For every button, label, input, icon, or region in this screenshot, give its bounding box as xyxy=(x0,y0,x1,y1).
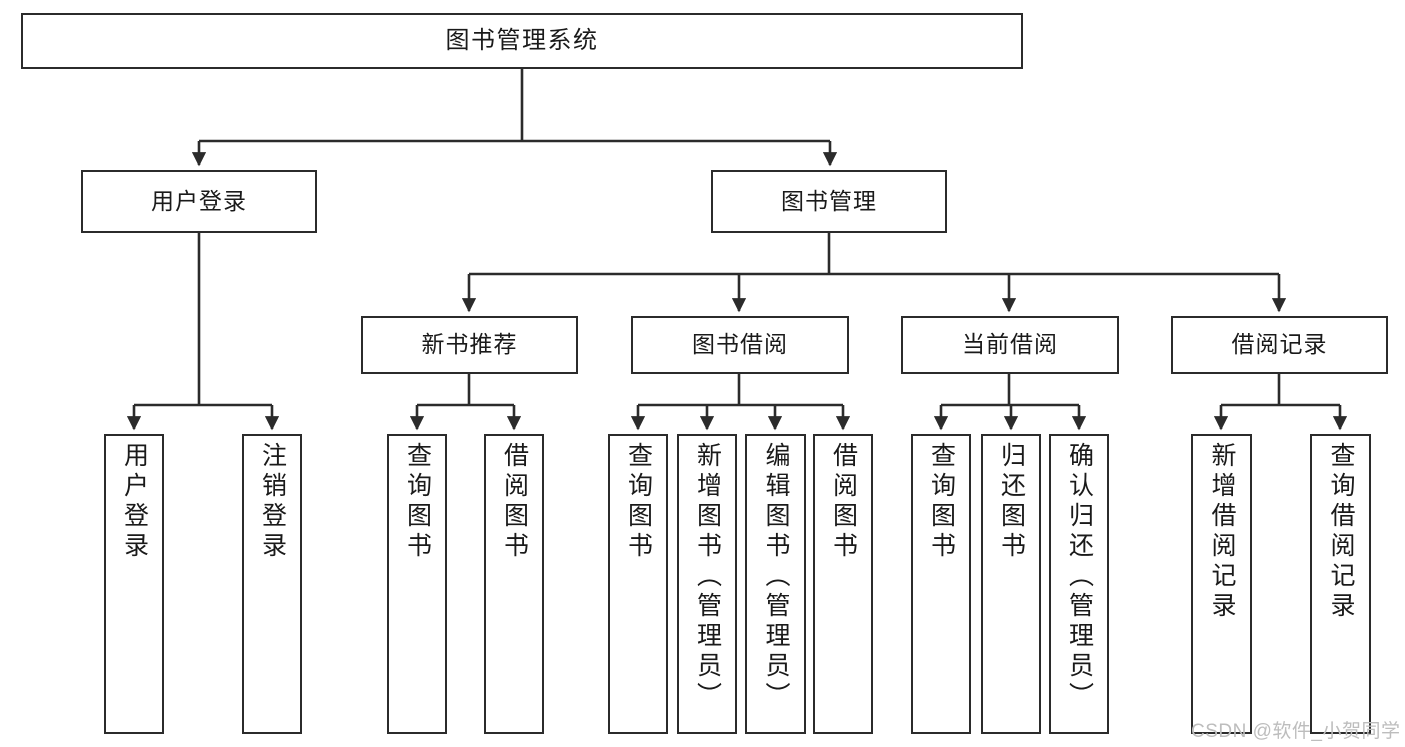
node-label: 新增借阅记录 xyxy=(1208,442,1236,622)
node-label: 查询借阅记录 xyxy=(1327,442,1355,622)
node-label: 图书管理系统 xyxy=(445,26,599,54)
node-label: 图书借阅 xyxy=(692,331,788,358)
node-leaf-query-book-2[interactable]: 查询图书 xyxy=(608,434,668,734)
node-label: 用户登录 xyxy=(151,187,247,214)
node-leaf-borrow-book-1[interactable]: 借阅图书 xyxy=(484,434,544,734)
node-label: 查询图书 xyxy=(624,442,653,562)
node-leaf-user-logout[interactable]: 注销登录 xyxy=(242,434,302,734)
watermark-text: CSDN @软件_小贺同学 xyxy=(1191,721,1401,742)
node-leaf-edit-book-admin[interactable]: 编辑图书（管理员） xyxy=(745,434,806,734)
node-leaf-add-book-admin[interactable]: 新增图书（管理员） xyxy=(677,434,737,734)
node-leaf-user-login[interactable]: 用户登录 xyxy=(104,434,164,734)
node-current-borrow[interactable]: 当前借阅 xyxy=(901,316,1119,374)
node-label: 确认归还（管理员） xyxy=(1065,442,1094,712)
node-leaf-query-book-1[interactable]: 查询图书 xyxy=(387,434,447,734)
node-label: 新书推荐 xyxy=(421,331,518,358)
node-label: 归还图书 xyxy=(997,442,1026,562)
node-label: 借阅图书 xyxy=(500,442,529,562)
node-label: 查询图书 xyxy=(403,442,432,562)
node-label: 编辑图书（管理员） xyxy=(762,442,790,712)
node-label: 借阅记录 xyxy=(1231,331,1328,358)
node-book-borrow[interactable]: 图书借阅 xyxy=(631,316,849,374)
node-leaf-add-borrow-record[interactable]: 新增借阅记录 xyxy=(1191,434,1252,734)
node-label: 图书管理 xyxy=(781,187,877,214)
node-new-book-recommend[interactable]: 新书推荐 xyxy=(361,316,578,374)
node-label: 借阅图书 xyxy=(829,442,858,562)
node-label: 注销登录 xyxy=(258,442,287,562)
node-leaf-borrow-book-2[interactable]: 借阅图书 xyxy=(813,434,873,734)
node-label: 用户登录 xyxy=(120,442,149,562)
node-user-login[interactable]: 用户登录 xyxy=(81,170,317,233)
node-leaf-query-book-3[interactable]: 查询图书 xyxy=(911,434,971,734)
node-leaf-confirm-return-admin[interactable]: 确认归还（管理员） xyxy=(1049,434,1109,734)
node-leaf-return-book[interactable]: 归还图书 xyxy=(981,434,1041,734)
node-label: 当前借阅 xyxy=(962,331,1058,358)
node-label: 新增图书（管理员） xyxy=(693,442,722,712)
node-borrow-record[interactable]: 借阅记录 xyxy=(1171,316,1388,374)
node-label: 查询图书 xyxy=(927,442,956,562)
node-root-system[interactable]: 图书管理系统 xyxy=(21,13,1023,69)
node-leaf-query-borrow-record[interactable]: 查询借阅记录 xyxy=(1310,434,1371,734)
node-book-management[interactable]: 图书管理 xyxy=(711,170,947,233)
